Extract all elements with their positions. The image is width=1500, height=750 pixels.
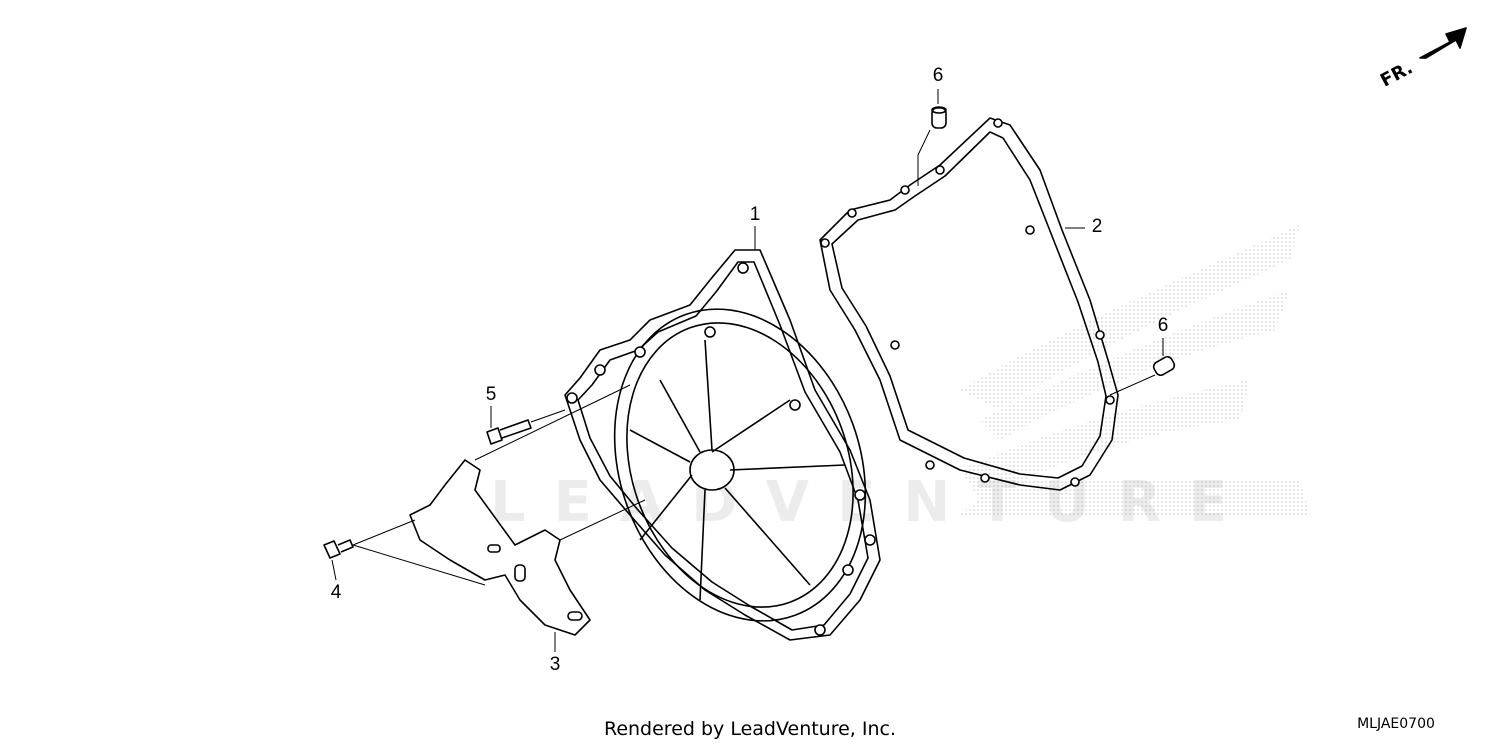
callout-1[interactable]: 1	[749, 204, 761, 225]
bracket-part-3	[409, 459, 591, 636]
front-direction-arrow	[1419, 27, 1467, 59]
bolt-part-4	[323, 539, 354, 559]
callout-2[interactable]: 2	[1091, 216, 1103, 237]
render-credit: Rendered by LeadVenture, Inc.	[603, 718, 897, 740]
gasket-part-2	[819, 117, 1119, 491]
bolt-part-5	[486, 419, 532, 445]
callout-3[interactable]: 3	[549, 654, 561, 675]
dowel-pin-6-top	[931, 106, 947, 129]
callout-4[interactable]: 4	[330, 582, 342, 603]
diagram-code: MLJAE0700	[1357, 716, 1435, 732]
callout-6-right[interactable]: 6	[1157, 315, 1169, 336]
dowel-pin-6-right	[1152, 355, 1176, 377]
cover-part-1	[564, 249, 881, 641]
callout-6-top[interactable]: 6	[932, 65, 944, 86]
honda-wing-logo	[960, 225, 1310, 515]
leader-lines	[331, 89, 1164, 652]
callout-5[interactable]: 5	[485, 384, 497, 405]
